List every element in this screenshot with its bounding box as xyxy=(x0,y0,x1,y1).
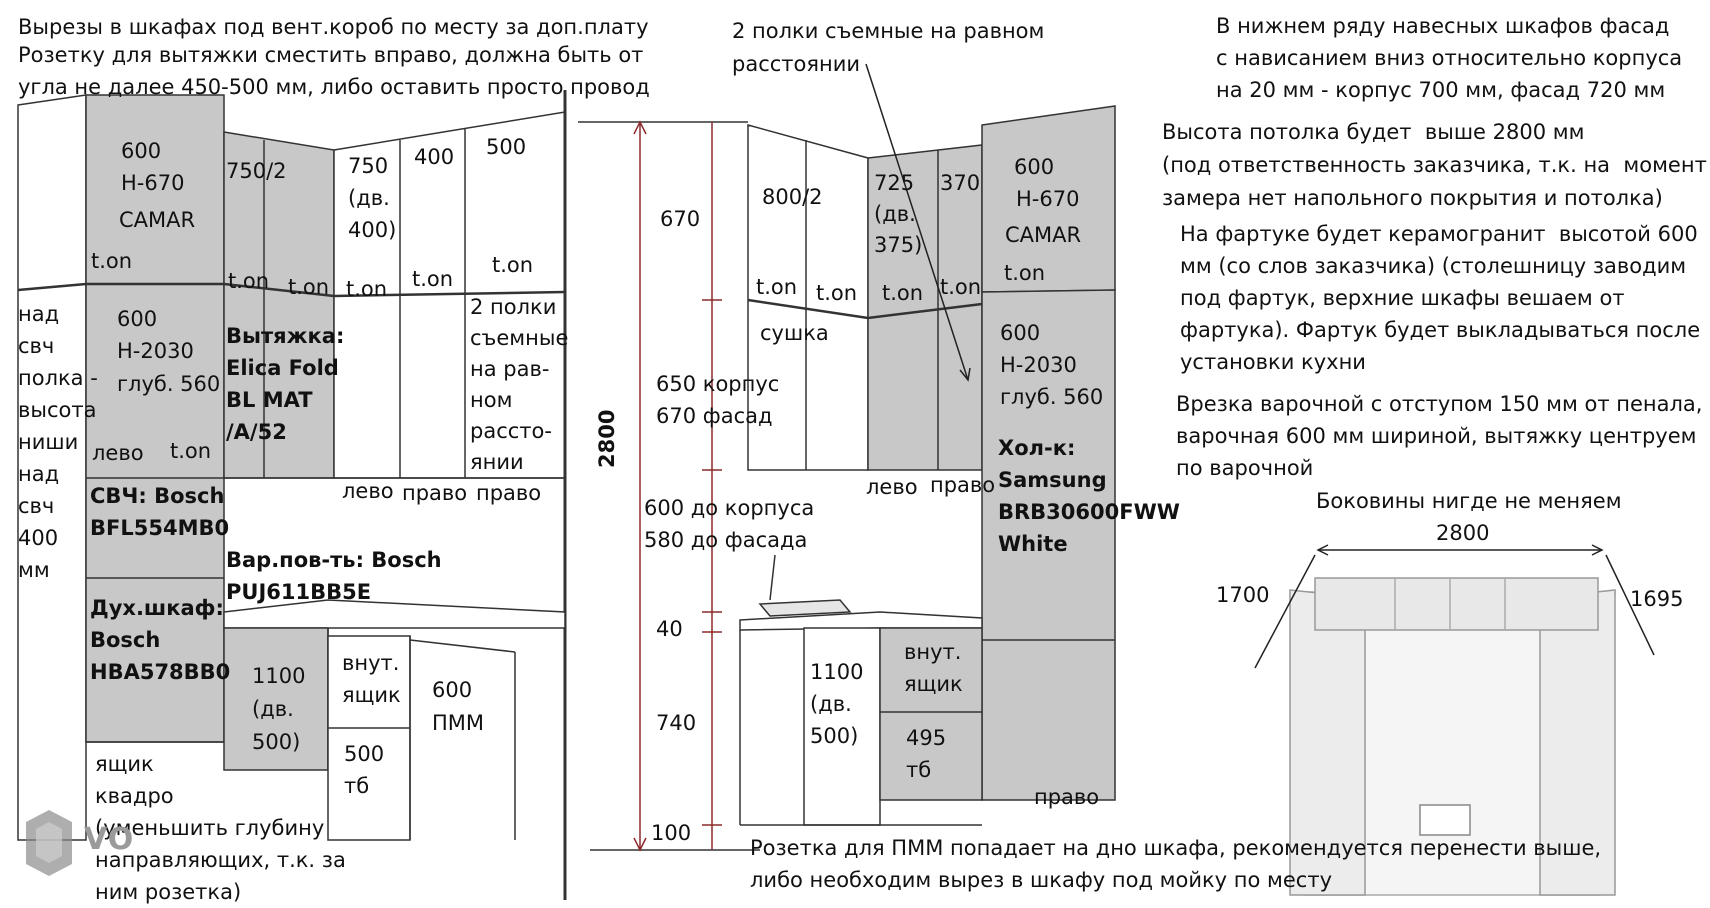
logo-hexagon-icon xyxy=(26,810,72,876)
above-microwave-note: над свч полка - высота ниши над свч 400 … xyxy=(18,302,98,582)
dim-100: 100 xyxy=(651,821,692,845)
left-upper-height: Н-670 xyxy=(121,171,185,195)
middle-800-half: 800/2 xyxy=(762,185,823,209)
sink xyxy=(758,599,852,617)
middle-370: 370 xyxy=(940,171,981,195)
left-ton-b: t.on xyxy=(288,275,330,299)
left-600-dishwasher: 600 ПММ xyxy=(432,678,485,735)
right-tall-height: Н-670 xyxy=(1016,187,1080,211)
left-tall-depth: глуб. 560 xyxy=(117,372,221,396)
dim-740: 740 xyxy=(656,711,697,735)
middle-495-tb: 495 тб xyxy=(906,726,947,782)
watermark-text: VO xyxy=(84,822,135,857)
note-hood-socket-1: Розетку для вытяжки сместить вправо, дол… xyxy=(18,43,644,67)
note-vent-cuts: Вырезы в шкафах под вент.короб по месту … xyxy=(18,15,649,39)
right-pravo: право xyxy=(1034,785,1100,809)
oven-model: Дух.шкаф: Bosch HBA578BB0 xyxy=(90,596,231,684)
dim-600-580: 600 до корпуса 580 до фасада xyxy=(644,496,815,552)
left-500: 500 xyxy=(486,135,527,159)
hob-model: Вар.пов-ть: Bosch PUJ611BB5E xyxy=(226,548,442,604)
drying-cabinet: сушка xyxy=(760,321,829,345)
left-pravo-1: право xyxy=(402,481,468,505)
microwave-model: СВЧ: Bosch BFL554MB0 xyxy=(90,484,230,540)
left-upper-ton: t.on xyxy=(91,249,133,273)
middle-ton-4: t.on xyxy=(940,275,982,299)
left-750-door: 750 (дв. 400) xyxy=(348,154,397,242)
left-750-half: 750/2 xyxy=(226,159,287,183)
dim-40: 40 xyxy=(656,617,683,641)
hood-model: Вытяжка: Elica Fold BL MAT /A/52 xyxy=(226,324,345,444)
right-tall-width: 600 xyxy=(1014,155,1055,179)
middle-lower-drawers xyxy=(879,627,983,801)
left-upper-model: CAMAR xyxy=(119,208,196,232)
left-ton-a: t.on xyxy=(228,269,270,293)
left-500-tb: 500 тб xyxy=(344,742,385,798)
left-400: 400 xyxy=(414,145,455,169)
drawer-quadro-note: ящик квадро (уменьшить глубину направляю… xyxy=(95,752,346,904)
sides-note: Боковины нигде не меняем xyxy=(1316,489,1622,513)
left-levo-2: лево xyxy=(342,479,394,503)
right-lower-width: 600 xyxy=(1000,321,1041,345)
dim-670: 670 xyxy=(660,207,701,231)
left-1100: 1100 (дв. 500) xyxy=(252,664,306,754)
left-ton-f: t.on xyxy=(170,439,212,463)
dim-650-670: 650 корпус 670 фасад xyxy=(656,372,780,428)
left-inner-drawer: внут. ящик xyxy=(342,651,401,707)
left-ton-c: t.on xyxy=(346,277,388,301)
plan-left-1700: 1700 xyxy=(1216,583,1270,607)
note-hood-socket-2: угла не далее 450-500 мм, либо оставить … xyxy=(18,75,650,99)
middle-ton-2: t.on xyxy=(816,281,858,305)
plan-right-1695: 1695 xyxy=(1630,587,1684,611)
left-wall-strip xyxy=(17,94,87,841)
right-tall-model: CAMAR xyxy=(1005,223,1082,247)
hob-cut-note: Врезка варочной с отступом 150 мм от пен… xyxy=(1176,392,1703,480)
middle-ton-1: t.on xyxy=(756,275,798,299)
left-ton-e: t.on xyxy=(492,253,534,277)
left-levo-1: лево xyxy=(92,441,144,465)
middle-inner-drawer: внут. ящик xyxy=(904,640,963,696)
left-ton-d: t.on xyxy=(412,267,454,291)
middle-pravo: право xyxy=(930,473,996,497)
left-shelves-note: 2 полки съемные на рав- ном рассто- янии xyxy=(470,295,569,474)
fridge-model: Хол-к: Samsung BRB30600FWW White xyxy=(998,436,1180,556)
left-upper-width: 600 xyxy=(121,139,162,163)
left-tall-width: 600 xyxy=(117,307,158,331)
left-pravo-2: право xyxy=(476,481,542,505)
plan-back-run xyxy=(1314,577,1599,631)
plan-width-2800: 2800 xyxy=(1436,521,1490,545)
middle-1100: 1100 (дв. 500) xyxy=(810,660,864,748)
dim-2800: 2800 xyxy=(595,409,619,468)
middle-725-door: 725 (дв. 375) xyxy=(874,171,923,257)
ceiling-height-note: Высота потолка будет выше 2800 мм (под о… xyxy=(1162,120,1707,210)
middle-ton-3: t.on xyxy=(882,281,924,305)
dishwasher-socket-note: Розетка для ПММ попадает на дно шкафа, р… xyxy=(750,836,1602,892)
right-lower-height: Н-2030 xyxy=(1000,353,1077,377)
right-lower-depth: глуб. 560 xyxy=(1000,385,1104,409)
left-tall-height: Н-2030 xyxy=(117,339,194,363)
facade-overhang-note: В нижнем ряду навесных шкафов фасад с на… xyxy=(1216,14,1683,102)
middle-shelves-note: 2 полки съемные на равном расстоянии xyxy=(732,19,1045,76)
right-tall-ton: t.on xyxy=(1004,261,1046,285)
apron-note: На фартуке будет керамогранит высотой 60… xyxy=(1180,222,1701,374)
middle-levo: лево xyxy=(866,475,918,499)
